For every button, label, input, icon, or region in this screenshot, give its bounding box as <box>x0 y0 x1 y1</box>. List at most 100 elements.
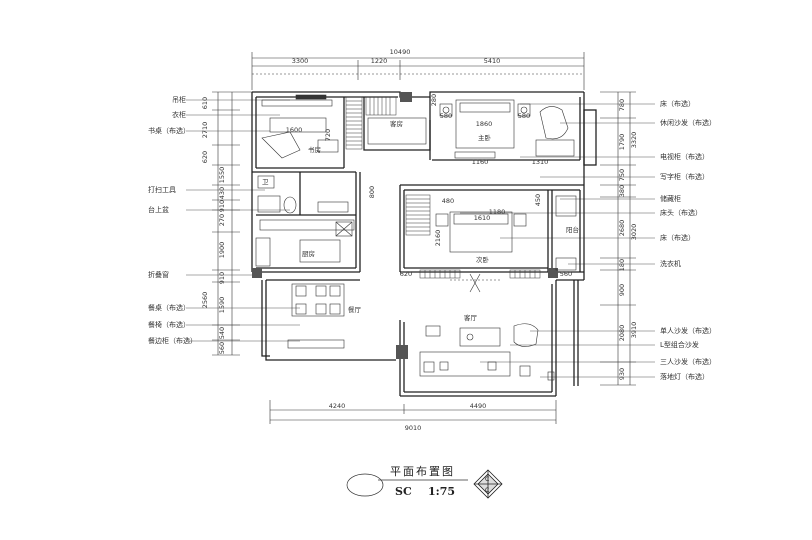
label-left-0: 吊柜 <box>172 95 186 104</box>
svg-text:270: 270 <box>218 214 226 226</box>
room-study: 书房 <box>308 145 321 154</box>
svg-text:1600: 1600 <box>286 126 303 134</box>
walls <box>251 91 597 397</box>
master-furniture <box>439 99 575 159</box>
left-dim-values: 610 2710 620 1550 430 910 270 1900 910 2… <box>201 97 226 354</box>
svg-text:900: 900 <box>618 284 626 296</box>
room-kitchen: 厨房 <box>302 249 315 258</box>
room-kids: 次卧 <box>476 255 490 264</box>
label-right-8: 单人沙发（布选） <box>660 326 716 335</box>
drawing-scale: 1:75 <box>428 485 455 498</box>
columns <box>252 92 558 359</box>
label-right-2: 电视柜（布选） <box>660 152 709 161</box>
dim-top-3: 5410 <box>484 57 501 65</box>
svg-text:1610: 1610 <box>474 214 491 222</box>
bottom-dimensions <box>269 400 557 424</box>
dim-total-top: 10490 <box>390 48 411 56</box>
drawing-code: SC <box>395 485 412 498</box>
svg-text:750: 750 <box>618 169 626 181</box>
wc-furniture <box>255 175 355 267</box>
label-right-1: 休闲沙发（布选） <box>660 118 716 127</box>
label-left-4: 台上盆 <box>148 205 169 214</box>
label-left-8: 餐边柜（布选） <box>148 336 197 345</box>
dim-bottom-2: 4490 <box>470 402 487 410</box>
left-dimensions <box>212 91 252 356</box>
svg-text:430: 430 <box>218 187 226 199</box>
svg-text:1160: 1160 <box>472 158 489 166</box>
svg-text:3320: 3320 <box>630 132 638 149</box>
svg-text:720: 720 <box>324 129 332 141</box>
svg-text:2680: 2680 <box>618 220 626 237</box>
svg-text:1900: 1900 <box>218 242 226 259</box>
living-furniture <box>419 273 555 381</box>
svg-text:610: 610 <box>201 97 209 109</box>
svg-text:1860: 1860 <box>476 120 493 128</box>
top-dimensions <box>251 52 585 90</box>
dim-bottom-1: 4240 <box>329 402 346 410</box>
label-right-9: L型组合沙发 <box>660 340 699 349</box>
svg-text:C: C <box>485 476 489 483</box>
label-right-11: 落地灯（布选） <box>660 372 709 381</box>
room-living: 客厅 <box>464 313 478 322</box>
label-left-3: 打扫工具 <box>148 185 176 194</box>
svg-text:180: 180 <box>618 259 626 271</box>
label-left-5: 折叠窗 <box>148 270 169 279</box>
room-master: 主卧 <box>478 133 492 142</box>
svg-text:580: 580 <box>440 112 452 120</box>
dim-top-1: 3300 <box>292 57 309 65</box>
svg-text:780: 780 <box>618 99 626 111</box>
dining-furniture <box>287 283 345 349</box>
svg-text:620: 620 <box>201 151 209 163</box>
svg-text:280: 280 <box>430 94 438 106</box>
svg-text:1310: 1310 <box>532 158 549 166</box>
label-right-0: 床（布选） <box>660 99 695 108</box>
svg-text:910: 910 <box>218 272 226 284</box>
svg-text:540: 540 <box>218 327 226 339</box>
svg-text:2710: 2710 <box>201 122 209 139</box>
label-left-7: 餐椅（布选） <box>148 320 190 329</box>
stair-hatch <box>345 96 541 279</box>
right-dim-values: 780 3320 1790 750 380 2680 3020 180 900 … <box>618 99 638 380</box>
svg-text:930: 930 <box>618 368 626 380</box>
room-bedroom2: 客房 <box>390 119 403 128</box>
bedroom2-furniture <box>367 117 427 145</box>
room-wc: 卫 <box>262 178 269 186</box>
label-right-7: 洗衣机 <box>660 259 681 268</box>
svg-text:1550: 1550 <box>218 167 226 184</box>
kids-furniture <box>435 195 577 271</box>
label-left-6: 餐桌（布选） <box>148 303 190 312</box>
label-right-10: 三人沙发（布选） <box>660 357 716 366</box>
label-right-3: 写字柜（布选） <box>660 172 709 181</box>
room-utility: 阳台 <box>566 225 579 234</box>
svg-text:3910: 3910 <box>630 322 638 339</box>
dim-bottom-total: 9010 <box>405 424 422 432</box>
svg-text:620: 620 <box>400 270 412 278</box>
svg-text:2560: 2560 <box>201 292 209 309</box>
svg-text:2080: 2080 <box>618 325 626 342</box>
svg-text:800: 800 <box>368 186 376 198</box>
svg-text:1590: 1590 <box>218 297 226 314</box>
svg-text:560: 560 <box>218 342 226 354</box>
svg-text:C: C <box>485 487 489 494</box>
label-right-5: 床头（布选） <box>660 208 702 217</box>
study-furniture <box>261 94 339 159</box>
svg-text:480: 480 <box>442 197 454 205</box>
svg-text:2160: 2160 <box>434 230 442 247</box>
drawing-title: 平面布置图 <box>390 465 455 478</box>
label-left-1: 衣柜 <box>172 110 186 119</box>
svg-text:3020: 3020 <box>630 224 638 241</box>
svg-text:910: 910 <box>218 200 226 212</box>
svg-text:580: 580 <box>518 112 530 120</box>
svg-text:1180: 1180 <box>489 208 506 216</box>
north-arrow-icon: C C <box>473 469 503 499</box>
label-left-2: 书桌（布选） <box>148 126 190 135</box>
room-dining: 餐厅 <box>348 305 362 314</box>
label-right-4: 储藏柜 <box>660 194 681 203</box>
svg-text:560: 560 <box>560 270 572 278</box>
title-block: 平面布置图 SC 1:75 <box>346 465 468 498</box>
label-right-6: 床（布选） <box>660 233 695 242</box>
svg-text:1790: 1790 <box>618 134 626 151</box>
dim-top-2: 1220 <box>371 57 388 65</box>
svg-text:380: 380 <box>618 185 626 197</box>
